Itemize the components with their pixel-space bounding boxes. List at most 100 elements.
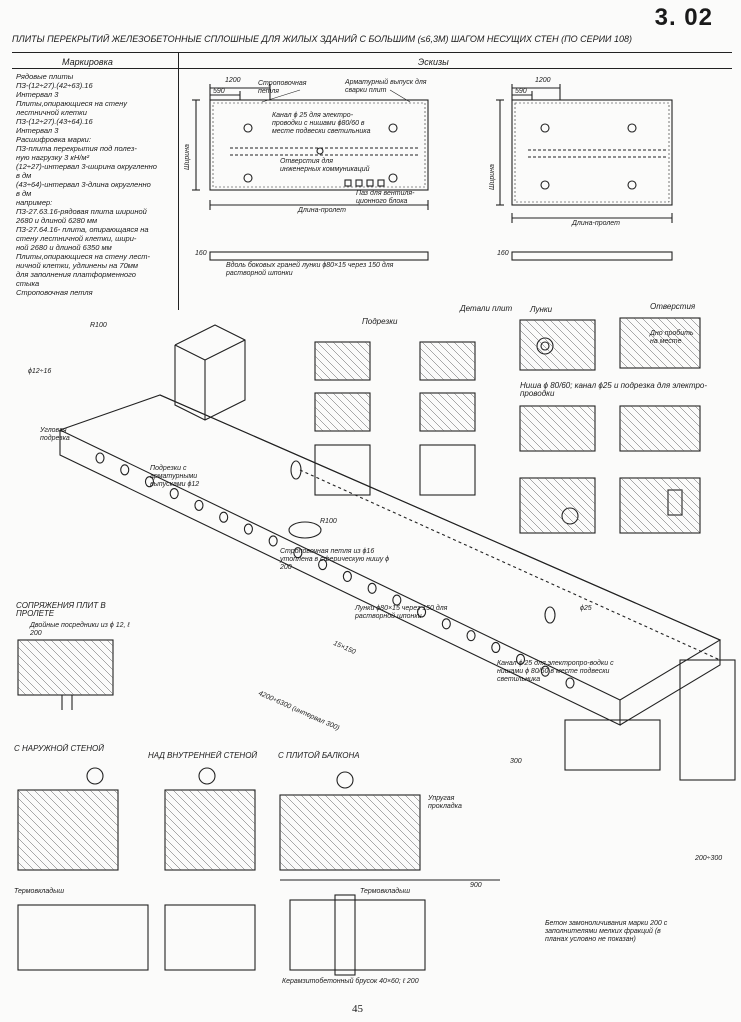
marking-line: в дм — [16, 189, 32, 198]
marking-line: ничной клетки, удлинены на 70мм — [16, 261, 139, 270]
dim-160-a: 160 — [195, 250, 207, 257]
hatch-line — [519, 484, 569, 534]
hatch-line — [98, 639, 114, 655]
hatch-line — [17, 646, 67, 696]
label-300: 300 — [510, 758, 522, 765]
hatch-line — [220, 789, 256, 825]
recess-mark — [120, 464, 130, 476]
hatch-line — [49, 789, 119, 859]
hatch-line — [592, 477, 596, 481]
hatch-line — [519, 516, 537, 534]
hatch-line — [552, 477, 596, 521]
hatch-line — [356, 794, 421, 859]
marking-line: Строповочная петля — [16, 288, 93, 297]
recess-mark — [243, 523, 253, 535]
hatch-line — [453, 392, 476, 415]
hatch-line — [630, 405, 677, 452]
recess-mark — [318, 559, 328, 571]
column-divider — [178, 52, 179, 310]
label-width-b: Ширина — [489, 164, 496, 190]
label-balcony: С ПЛИТОЙ БАЛКОНА — [278, 751, 360, 760]
label-double-ties: Двойные посредники из ϕ 12, ℓ 200 — [30, 622, 130, 637]
hatch-line — [324, 392, 364, 432]
recess-mark — [540, 665, 550, 677]
hatch-line — [568, 477, 596, 505]
hatch-line — [586, 405, 596, 415]
hatch-line — [314, 355, 340, 381]
recess-mark — [268, 535, 278, 547]
hatch-line — [429, 341, 469, 381]
hatch-line — [520, 477, 577, 534]
label-inner-wall: НАД ВНУТРЕННЕЙ СТЕНОЙ — [148, 751, 258, 760]
label-joints-in-span: СОПРЯЖЕНИЯ ПЛИТ В ПРОЛЕТЕ — [16, 601, 106, 618]
label-elastic-pad: Упругая прокладка — [428, 795, 462, 810]
marking-line: ПЗ-(12÷27).(43÷64).16 — [16, 117, 93, 126]
hatch-line — [620, 477, 677, 534]
hatch-line — [619, 351, 637, 369]
hatch-line — [519, 353, 537, 371]
hatch-line — [437, 341, 476, 380]
hatch-line — [17, 861, 27, 871]
details-title: Детали плит — [460, 304, 513, 313]
label-loop: Строповочная петля из ϕ16 утоплена в сфе… — [280, 548, 390, 571]
marking-line: Плиты,опирающиеся на стену — [16, 99, 128, 108]
hatch-line — [519, 418, 553, 452]
label-loop-r100: R100 — [90, 322, 107, 329]
hatch-line — [17, 678, 35, 696]
dim-1200-b: 1200 — [535, 77, 551, 84]
marking-line: Интервал 3 — [16, 90, 59, 99]
dim-1200-a: 1200 — [225, 77, 241, 84]
hatch-line — [279, 853, 297, 871]
recess-mark — [515, 653, 526, 665]
hatch-line — [314, 371, 324, 381]
hatch-line — [573, 319, 596, 342]
hatch-line — [522, 405, 569, 452]
hatch-line — [519, 442, 529, 452]
hatch-line — [652, 477, 701, 526]
recess-mark — [565, 677, 575, 689]
hatch-line — [356, 341, 371, 356]
recess-mark — [95, 452, 105, 464]
header-rule-bottom — [12, 68, 732, 69]
hatch-line — [17, 837, 51, 871]
hatch-line — [113, 789, 119, 795]
hatch-line — [445, 392, 476, 423]
hatch-line — [81, 789, 119, 827]
hatch-line — [519, 508, 545, 534]
recess-mark — [144, 476, 155, 488]
hatch-line — [388, 794, 421, 827]
column-sketches: Эскизы — [418, 57, 449, 67]
hatch-line — [279, 813, 337, 871]
hatch-line — [419, 347, 453, 381]
dim-160-b: 160 — [497, 250, 509, 257]
hatch-line — [654, 405, 701, 452]
header-rule-top — [12, 52, 732, 53]
hatch-line — [581, 319, 596, 334]
label-concrete-note: Бетон замоноличивания марки 200 с заполн… — [545, 920, 668, 943]
hatch-line — [212, 789, 256, 833]
marking-line: ной 2680 и длиной 6350 мм — [16, 243, 112, 252]
hatch-line — [17, 805, 83, 871]
hatch-line — [619, 516, 637, 534]
hatch-line — [279, 861, 289, 871]
hatch-line — [619, 508, 645, 534]
hatch-line — [279, 797, 353, 871]
marking-line: стыка — [16, 279, 40, 288]
marking-line: 2680 и длиной 6280 мм — [16, 216, 98, 225]
hatch-line — [619, 434, 637, 452]
hatch-line — [332, 341, 371, 380]
label-thermal-a: Термовкладыш — [14, 888, 65, 895]
hatch-line — [619, 410, 661, 452]
column-marking: Маркировка — [62, 57, 113, 67]
recess-mark — [169, 487, 179, 500]
hatch-line — [57, 789, 119, 851]
hatch-line — [694, 405, 701, 412]
hatch-line — [412, 794, 421, 803]
label-width: Ширина — [184, 144, 191, 170]
hatch-line — [17, 845, 43, 871]
label-notches: Подрезки — [362, 317, 398, 326]
hatch-line — [308, 794, 385, 871]
hatch-line — [538, 405, 585, 452]
hatch-line — [625, 317, 677, 369]
